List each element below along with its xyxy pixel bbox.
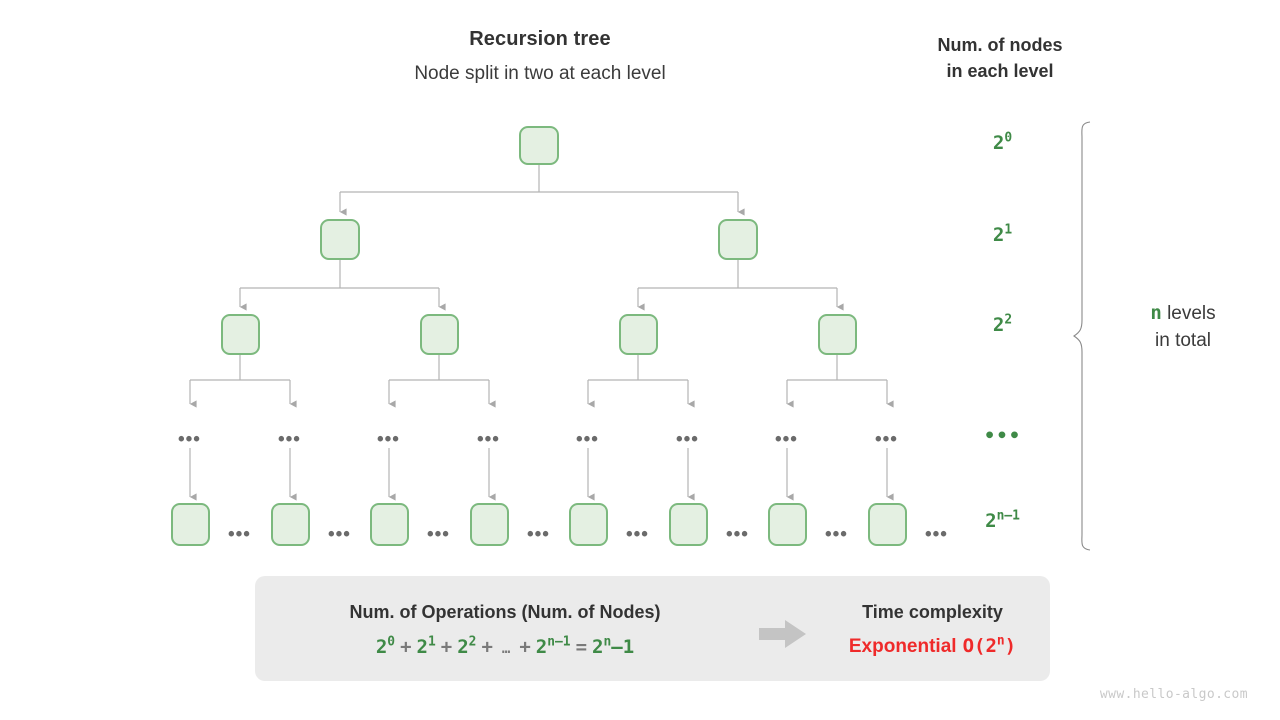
levels-note-word: levels — [1161, 303, 1216, 324]
level-count-base: 2 — [985, 510, 997, 532]
tree-node — [221, 314, 260, 355]
level-count-0: 20 — [940, 132, 1065, 154]
tree-node — [768, 503, 807, 546]
page-subtitle: Node split in two at each level — [414, 63, 666, 84]
levels-note-line2: in total — [1155, 330, 1211, 351]
tree-ellipsis: ••• — [427, 524, 450, 545]
time-complexity-label: Time complexity — [862, 602, 1003, 622]
tree-ellipsis: ••• — [825, 524, 848, 545]
complexity-name: Exponential — [848, 636, 957, 657]
tree-ellipsis: ••• — [676, 429, 699, 450]
tree-ellipsis: ••• — [527, 524, 550, 545]
formula-term-last: 2n–1 — [536, 636, 571, 658]
formula-term-base: 2 — [457, 636, 469, 658]
nodes-per-level-heading-line1: Num. of nodes — [937, 35, 1063, 55]
formula-term-base: 2 — [535, 636, 548, 658]
tree-node — [470, 503, 509, 546]
level-count-exponent: 1 — [1004, 222, 1013, 238]
tree-connectors — [189, 165, 894, 501]
tree-node — [718, 219, 758, 260]
level-count-base: 2 — [992, 132, 1005, 154]
formula-plus: + — [400, 636, 412, 658]
formula-equals: = — [575, 636, 588, 658]
formula-ellipsis: … — [501, 641, 511, 657]
tree-node — [868, 503, 907, 546]
level-count-base: 2 — [992, 224, 1005, 246]
tree-node — [420, 314, 459, 355]
level-count-last: 2n–1 — [940, 510, 1065, 532]
watermark: www.hello-algo.com — [1099, 687, 1248, 702]
level-count-base: 2 — [992, 314, 1005, 336]
tree-ellipsis: ••• — [775, 429, 798, 450]
tree-node — [271, 503, 310, 546]
tree-node — [818, 314, 857, 355]
tree-ellipsis: ••• — [925, 524, 948, 545]
tree-ellipsis: ••• — [278, 429, 301, 450]
page-title: Recursion tree — [469, 28, 611, 50]
tree-node — [370, 503, 409, 546]
formula-term-exponent: 1 — [427, 634, 436, 650]
arrow-right-icon — [759, 620, 806, 648]
formula-term-exponent: 2 — [468, 634, 477, 650]
level-count-exponent: 0 — [1004, 130, 1013, 146]
level-count-1: 21 — [940, 224, 1065, 246]
tree-ellipsis: ••• — [178, 429, 201, 450]
formula-term-1: 21 — [417, 636, 436, 658]
tree-ellipsis: ••• — [875, 429, 898, 450]
nodes-per-level-heading-line2: in each level — [946, 61, 1054, 81]
tree-ellipsis: ••• — [328, 524, 351, 545]
tree-ellipsis: ••• — [726, 524, 749, 545]
nodes-per-level-heading: Num. of nodes in each level — [900, 32, 1100, 84]
formula-plus: + — [481, 636, 493, 658]
tree-node — [619, 314, 658, 355]
recursion-tree-diagram: ••• ••• ••• ••• ••• ••• ••• ••• ••• ••• … — [171, 126, 948, 546]
tree-node — [569, 503, 608, 546]
tree-node — [519, 126, 559, 165]
level-count-exponent: 2 — [1004, 312, 1013, 328]
formula-term-2: 22 — [457, 636, 476, 658]
formula-result-exponent: n — [603, 634, 612, 650]
level-count-ellipsis: ••• — [940, 425, 1065, 447]
formula-term-exponent: 0 — [387, 634, 396, 650]
formula-term-0: 20 — [376, 636, 395, 658]
tree-ellipsis: ••• — [626, 524, 649, 545]
complexity-big-o: O(2n) — [957, 635, 1017, 657]
tree-ellipsis: ••• — [228, 524, 251, 545]
tree-ellipsis: ••• — [477, 429, 500, 450]
level-count-exponent: n–1 — [996, 508, 1020, 524]
formula-plus: + — [440, 636, 453, 658]
tree-ellipsis: ••• — [377, 429, 400, 450]
tree-node — [669, 503, 708, 546]
levels-total-note: n levels in total — [1108, 300, 1258, 354]
tree-ellipsis: ••• — [576, 429, 599, 450]
formula-term-base: 2 — [375, 636, 388, 658]
big-o-prefix: O(2 — [962, 635, 997, 657]
summary-panel: Num. of Operations (Num. of Nodes) 20+21… — [255, 576, 1050, 681]
levels-brace — [1073, 121, 1091, 551]
operations-label: Num. of Operations (Num. of Nodes) — [349, 602, 661, 622]
tree-node — [320, 219, 360, 260]
formula-term-base: 2 — [416, 636, 428, 658]
formula-term-exponent: n–1 — [547, 634, 571, 650]
big-o-exponent: n — [996, 633, 1005, 649]
big-o-suffix: ) — [1004, 635, 1017, 657]
formula-plus: + — [519, 636, 531, 658]
formula-result: 2n–1 — [592, 636, 634, 658]
tree-node — [171, 503, 210, 546]
operations-formula: 20+21+22+…+2n–1=2n–1 — [255, 636, 755, 658]
operations-section: Num. of Operations (Num. of Nodes) 20+21… — [255, 576, 755, 681]
formula-result-suffix: –1 — [611, 636, 635, 658]
level-count-2: 22 — [940, 314, 1065, 336]
level-count-base: ••• — [983, 425, 1022, 447]
levels-note-n: n — [1150, 302, 1162, 324]
formula-result-base: 2 — [592, 636, 604, 658]
